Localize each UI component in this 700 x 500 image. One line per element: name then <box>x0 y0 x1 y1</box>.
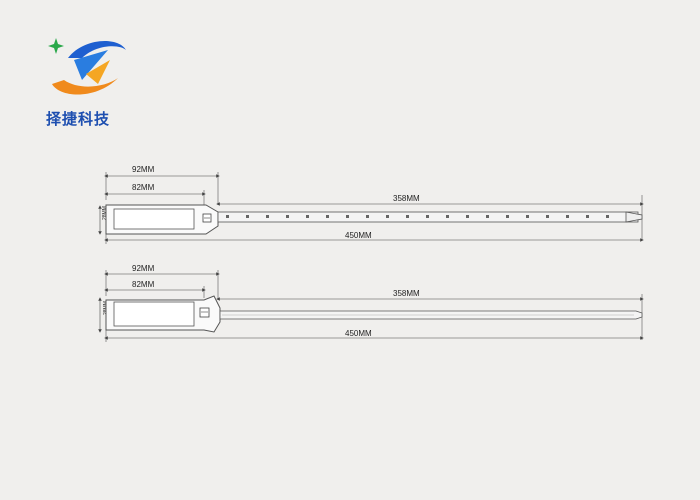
label-window <box>113 301 195 327</box>
zj-logo-icon <box>48 38 126 95</box>
strap-tip <box>625 211 643 223</box>
lock-box <box>199 307 210 318</box>
dim-92-text: 92MM <box>132 264 155 273</box>
dim-82-text: 82MM <box>132 183 155 192</box>
dim-450-text: 450MM <box>345 231 372 240</box>
dim-82-text: 82MM <box>132 280 155 289</box>
dim-450-text: 450MM <box>345 329 372 338</box>
seal-bottom: 92MM 82MM 358MM 28MM 450MM <box>98 264 644 342</box>
brand-name: 择捷科技 <box>46 110 111 128</box>
seal-top: 92MM 82MM 358MM 28MM <box>98 165 644 244</box>
dim-358-text: 358MM <box>393 194 420 203</box>
brand-logo: 择捷科技 <box>38 28 138 128</box>
dim-92-text: 92MM <box>132 165 155 174</box>
label-window <box>113 208 195 230</box>
dim-28-text: 28MM <box>102 206 108 220</box>
dim-358-text: 358MM <box>393 289 420 298</box>
strap-serrations <box>226 215 609 218</box>
